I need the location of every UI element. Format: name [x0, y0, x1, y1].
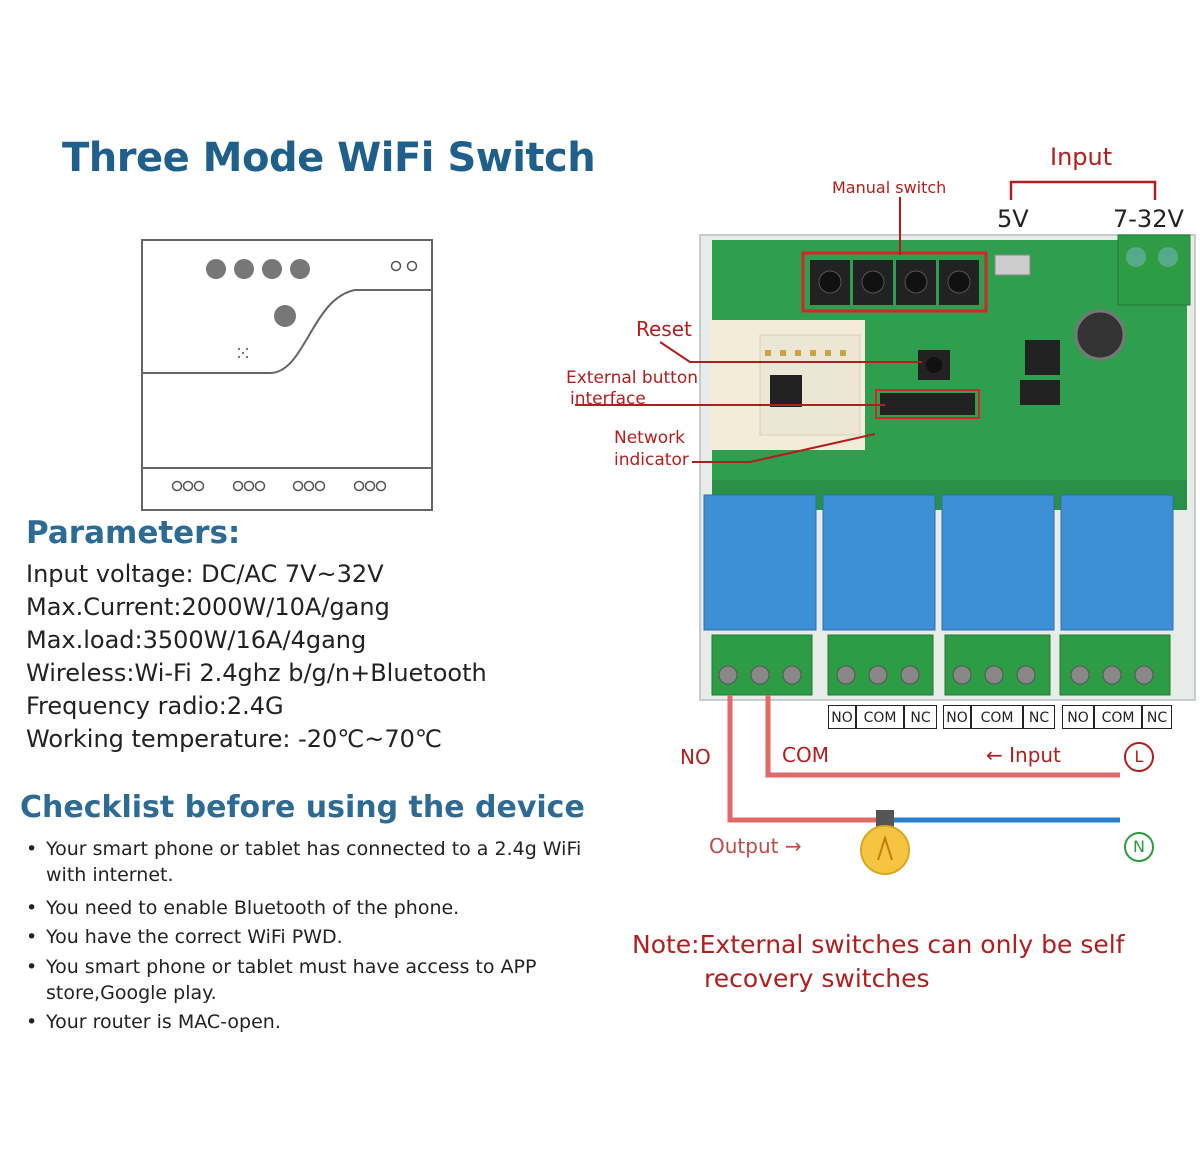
terminal-label: NC — [1142, 705, 1172, 729]
reset-label: Reset — [636, 317, 692, 341]
manual-buttons — [810, 260, 979, 305]
reset-pointer — [660, 341, 922, 363]
parameter-max-current: Max.Current:2000W/10A/gang — [26, 593, 390, 621]
terminal-label: NO — [943, 705, 971, 729]
page-title: Three Mode WiFi Switch — [62, 135, 596, 181]
checklist-item-text: You have the correct WiFi PWD. — [46, 926, 343, 948]
manual-switch-label: Manual switch — [832, 178, 947, 197]
parameters-heading: Parameters: — [26, 515, 241, 551]
checklist-item: • Your router is MAC-open. — [26, 1009, 586, 1035]
input-label: Input — [1050, 143, 1113, 171]
bullet-icon: • — [26, 926, 38, 948]
network-indicator-label-line2: indicator — [614, 450, 689, 470]
manual-switch-pointer — [899, 197, 901, 255]
bullet-icon: • — [26, 956, 38, 978]
terminal-label: COM — [971, 705, 1023, 729]
com-wire-label: COM — [782, 743, 829, 767]
checklist-item: • You have the correct WiFi PWD. — [26, 924, 586, 950]
relay-board-illustration — [699, 234, 1196, 701]
parameter-input-voltage: Input voltage: DC/AC 7V~32V — [26, 560, 384, 588]
note-line-1: Note:External switches can only be self — [632, 930, 1125, 959]
external-button-label: External button — [566, 368, 699, 388]
bullet-icon: • — [26, 1011, 38, 1033]
terminal-label: NO — [828, 705, 856, 729]
bullet-icon: • — [26, 838, 38, 860]
checklist-item-text: You smart phone or tablet must have acce… — [46, 956, 537, 1004]
external-button-pointer — [575, 404, 885, 406]
parameter-working-temperature: Working temperature: -20℃~70℃ — [26, 725, 442, 753]
terminal-label: COM — [856, 705, 904, 729]
input-wire-label: ← Input — [986, 743, 1061, 767]
terminal-label: NC — [904, 705, 937, 729]
note-line-2: recovery switches — [704, 964, 930, 993]
terminal-label: NO — [1062, 705, 1094, 729]
bullet-icon: • — [26, 897, 38, 919]
no-wire-label: NO — [680, 745, 711, 769]
checklist-item-text: You need to enable Bluetooth of the phon… — [46, 897, 460, 919]
terminal-label: NC — [1023, 705, 1055, 729]
network-indicator-label: Network — [614, 428, 685, 448]
checklist-item: • You smart phone or tablet must have acc… — [26, 954, 586, 1006]
5v-label: 5V — [997, 205, 1029, 233]
parameter-frequency: Frequency radio:2.4G — [26, 692, 284, 720]
output-label: Output → — [709, 834, 802, 858]
checklist-item-text: Your smart phone or tablet has connected… — [46, 838, 582, 886]
terminal-label: COM — [1094, 705, 1142, 729]
neutral-symbol-icon: N — [1124, 832, 1154, 862]
input-bracket — [1009, 180, 1157, 200]
device-outline-illustration — [141, 239, 433, 511]
wiring-diagram — [727, 695, 1120, 875]
light-bulb-icon — [860, 810, 910, 875]
network-indicator-pointer — [692, 433, 876, 463]
parameter-wireless: Wireless:Wi-Fi 2.4ghz b/g/n+Bluetooth — [26, 659, 487, 687]
checklist-item: • Your smart phone or tablet has connecte… — [26, 836, 586, 888]
parameter-max-load: Max.load:3500W/16A/4gang — [26, 626, 367, 654]
checklist-item: • You need to enable Bluetooth of the pho… — [26, 895, 586, 921]
live-symbol-icon: L — [1124, 742, 1154, 772]
7-32v-label: 7-32V — [1113, 205, 1184, 233]
checklist-heading: Checklist before using the device — [20, 790, 585, 825]
checklist-item-text: Your router is MAC-open. — [46, 1011, 281, 1033]
